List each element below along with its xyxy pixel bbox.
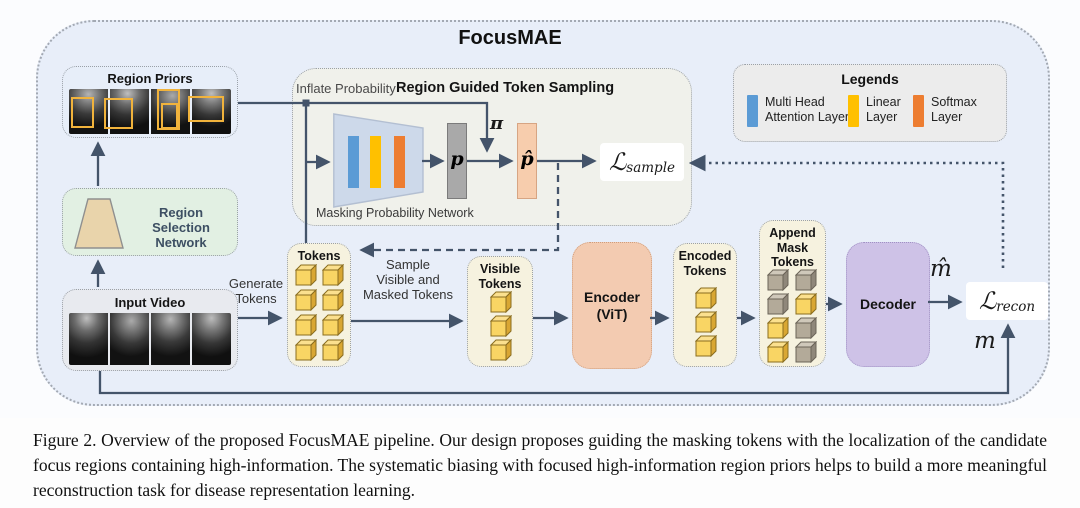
masking-probability-network-label: Masking Probability Network [316, 206, 474, 220]
token-cube [322, 339, 344, 361]
region-prior-bbox [161, 103, 178, 129]
diagram-title: FocusMAE [458, 27, 562, 49]
token-cube [795, 293, 817, 315]
loss-subscript: sample [626, 159, 676, 176]
token-cube [490, 339, 512, 361]
m-hat-label: m̂ [930, 256, 952, 282]
encoder-label: Encoder(ViT) [583, 289, 640, 322]
attention-layer-bar [348, 136, 359, 188]
tokens-label: Tokens [297, 249, 341, 263]
softmax-layer-swatch [913, 95, 924, 127]
mask-token-cube [795, 269, 817, 291]
ultrasound-frame [69, 313, 108, 365]
append-mask-cubes [767, 269, 817, 363]
mask-token-cube [767, 293, 789, 315]
ultrasound-frame [110, 313, 149, 365]
p-label: p [450, 148, 464, 170]
legends-title: Legends [841, 71, 899, 87]
network-trapezoid-icon [74, 198, 124, 249]
region-prior-bbox [104, 98, 133, 129]
input-video-label: Input Video [114, 295, 186, 310]
region-prior-bbox [188, 96, 224, 122]
token-cube [295, 264, 317, 286]
token-cube [322, 264, 344, 286]
m-label: m [974, 328, 996, 354]
p-probability-bar: p [447, 123, 467, 199]
legends-box [733, 64, 1007, 142]
loss-symbol: ℒ [608, 148, 627, 176]
input-video-frames [69, 313, 231, 365]
token-cube [490, 291, 512, 313]
p-hat-probability-bar: p̂ [517, 123, 537, 199]
encoder-box: Encoder(ViT) [572, 242, 652, 369]
token-cube [295, 339, 317, 361]
attention-layer-swatch [747, 95, 758, 127]
region-prior-bbox [71, 97, 94, 128]
p-hat-label: p̂ [520, 148, 534, 170]
token-cube [295, 289, 317, 311]
tokens-cubes [295, 264, 344, 361]
ultrasound-frame [192, 313, 231, 365]
token-cube [695, 311, 717, 333]
ultrasound-frame [110, 89, 149, 134]
decoder-label: Decoder [859, 295, 917, 312]
sampling-title: Region Guided Token Sampling [396, 80, 615, 96]
token-cube [767, 341, 789, 363]
token-cube [767, 317, 789, 339]
visible-tokens-cubes [490, 291, 512, 361]
region-selection-label: Region Selection Network [152, 205, 210, 251]
input-video-box: Input Video [62, 289, 238, 371]
region-prior-bbox [157, 89, 180, 130]
token-cube [695, 335, 717, 357]
token-cube [322, 289, 344, 311]
pi-label: π [490, 113, 504, 134]
region-priors-box: Region Priors [62, 66, 238, 138]
region-selection-network-box: Region Selection Network [62, 188, 238, 256]
mask-token-cube [767, 269, 789, 291]
figure-caption: Figure 2. Overview of the proposed Focus… [33, 430, 1047, 500]
softmax-layer-bar [394, 136, 405, 188]
loss-symbol: ℒ [978, 287, 997, 315]
inflate-probability-label: Inflate Probability [296, 81, 396, 96]
linear-layer-bar [370, 136, 381, 188]
linear-layer-swatch [848, 95, 859, 127]
masking-probability-network-trapezoid [333, 113, 424, 208]
encoded-tokens-cubes [695, 287, 717, 357]
token-cube [322, 314, 344, 336]
figure-diagram: FocusMAE Region Priors Region Selection … [36, 20, 1050, 406]
token-cube [295, 314, 317, 336]
loss-subscript: recon [996, 298, 1036, 315]
ultrasound-frame [151, 313, 190, 365]
token-cube [490, 315, 512, 337]
mask-token-cube [795, 317, 817, 339]
decoder-box: Decoder [846, 242, 930, 367]
mask-token-cube [795, 341, 817, 363]
region-priors-label: Region Priors [107, 71, 193, 86]
token-cube [695, 287, 717, 309]
